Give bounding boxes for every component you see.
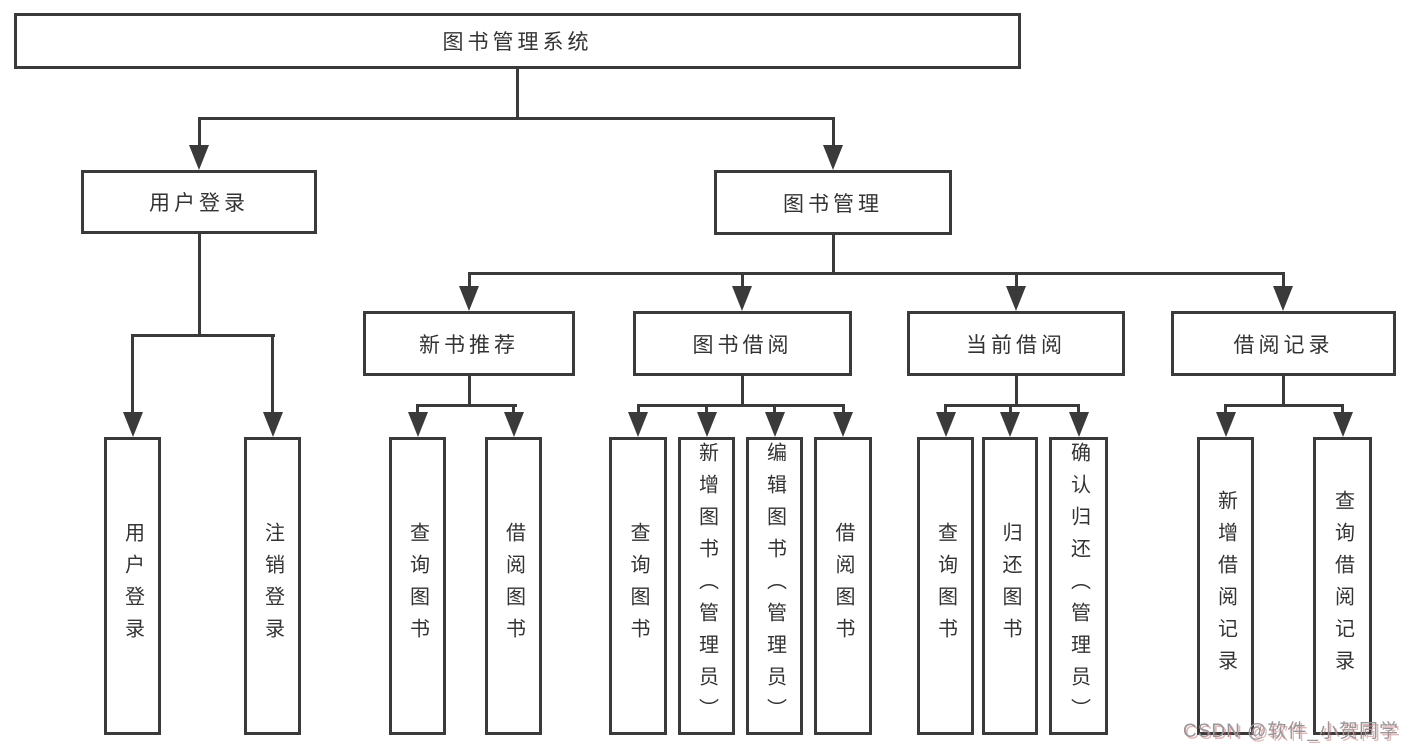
arrow-down-icon [823, 145, 843, 170]
leaf-query-books-borrowing: 查询图书 [609, 437, 667, 735]
connector-vline [1077, 404, 1080, 416]
arrow-down-icon [407, 412, 428, 437]
connector-vline [1014, 272, 1018, 288]
connector-hline [1224, 404, 1344, 407]
leaf-query-books-recommend: 查询图书 [389, 437, 446, 735]
leaf-query-borrow-record: 查询借阅记录 [1313, 437, 1372, 735]
arrow-down-icon [1006, 286, 1026, 311]
connector-hline [636, 404, 845, 407]
node-current-borrowing: 当前借阅 [907, 311, 1125, 376]
arrow-down-icon [696, 412, 717, 437]
connector-vline [512, 404, 515, 416]
connector-vline [1008, 404, 1012, 416]
leaf-add-books-admin: 新增图书（管理员） [678, 437, 735, 735]
connector-vline [416, 404, 419, 416]
node-borrowing-records: 借阅记录 [1171, 311, 1396, 376]
connector-hline [415, 404, 517, 407]
node-new-book-recommendation: 新书推荐 [363, 311, 575, 376]
connector-vline [270, 334, 274, 414]
connector-vline [740, 272, 744, 288]
connector-hline [944, 404, 1080, 407]
leaf-confirm-return-admin: 确认归还（管理员） [1049, 437, 1108, 735]
connector-hline [467, 272, 1285, 275]
leaf-add-borrow-record: 新增借阅记录 [1197, 437, 1254, 735]
arrow-down-icon [1000, 412, 1020, 437]
node-book-borrowing: 图书借阅 [633, 311, 852, 376]
arrow-down-icon [1332, 412, 1353, 437]
connector-vline [467, 272, 471, 288]
arrow-down-icon [262, 412, 283, 437]
connector-vline [1341, 404, 1344, 416]
connector-vline [1281, 272, 1285, 288]
connector-vline [1224, 404, 1227, 416]
arrow-down-icon [1068, 412, 1089, 437]
arrow-down-icon [764, 412, 785, 437]
connector-vline [636, 404, 640, 416]
node-library-system: 图书管理系统 [14, 13, 1021, 69]
arrow-down-icon [189, 145, 209, 170]
arrow-down-icon [503, 412, 524, 437]
connector-hline [130, 334, 275, 337]
leaf-logout-login: 注销登录 [244, 437, 301, 735]
connector-vline [841, 404, 845, 416]
arrow-down-icon [1273, 286, 1293, 311]
leaf-borrow-books-recommend: 借阅图书 [485, 437, 542, 735]
connector-vline [740, 376, 744, 407]
connector-vline [831, 117, 835, 148]
arrow-down-icon [1215, 412, 1236, 437]
arrow-down-icon [122, 412, 143, 437]
arrow-down-icon [732, 286, 752, 311]
node-book-management: 图书管理 [714, 170, 952, 235]
connector-vline [467, 376, 471, 407]
connector-vline [1014, 376, 1018, 407]
node-user-login: 用户登录 [81, 170, 317, 234]
connector-vline [130, 334, 134, 414]
connector-vline [773, 404, 776, 416]
connector-vline [197, 117, 201, 148]
leaf-query-books-current: 查询图书 [917, 437, 974, 735]
leaf-edit-books-admin: 编辑图书（管理员） [746, 437, 803, 735]
connector-vline [197, 234, 201, 337]
arrow-down-icon [459, 286, 479, 311]
arrow-down-icon [935, 412, 956, 437]
arrow-down-icon [833, 412, 853, 437]
connector-hline [197, 117, 835, 120]
connector-vline [1281, 376, 1285, 407]
arrow-down-icon [628, 412, 648, 437]
leaf-user-login: 用户登录 [104, 437, 161, 735]
connector-vline [515, 69, 519, 120]
csdn-watermark: CSDN @软件_小贺同学 [1183, 721, 1399, 742]
connector-vline [705, 404, 708, 416]
connector-vline [831, 235, 835, 275]
connector-vline [944, 404, 947, 416]
leaf-return-books: 归还图书 [982, 437, 1038, 735]
leaf-borrow-books-borrowing: 借阅图书 [814, 437, 872, 735]
